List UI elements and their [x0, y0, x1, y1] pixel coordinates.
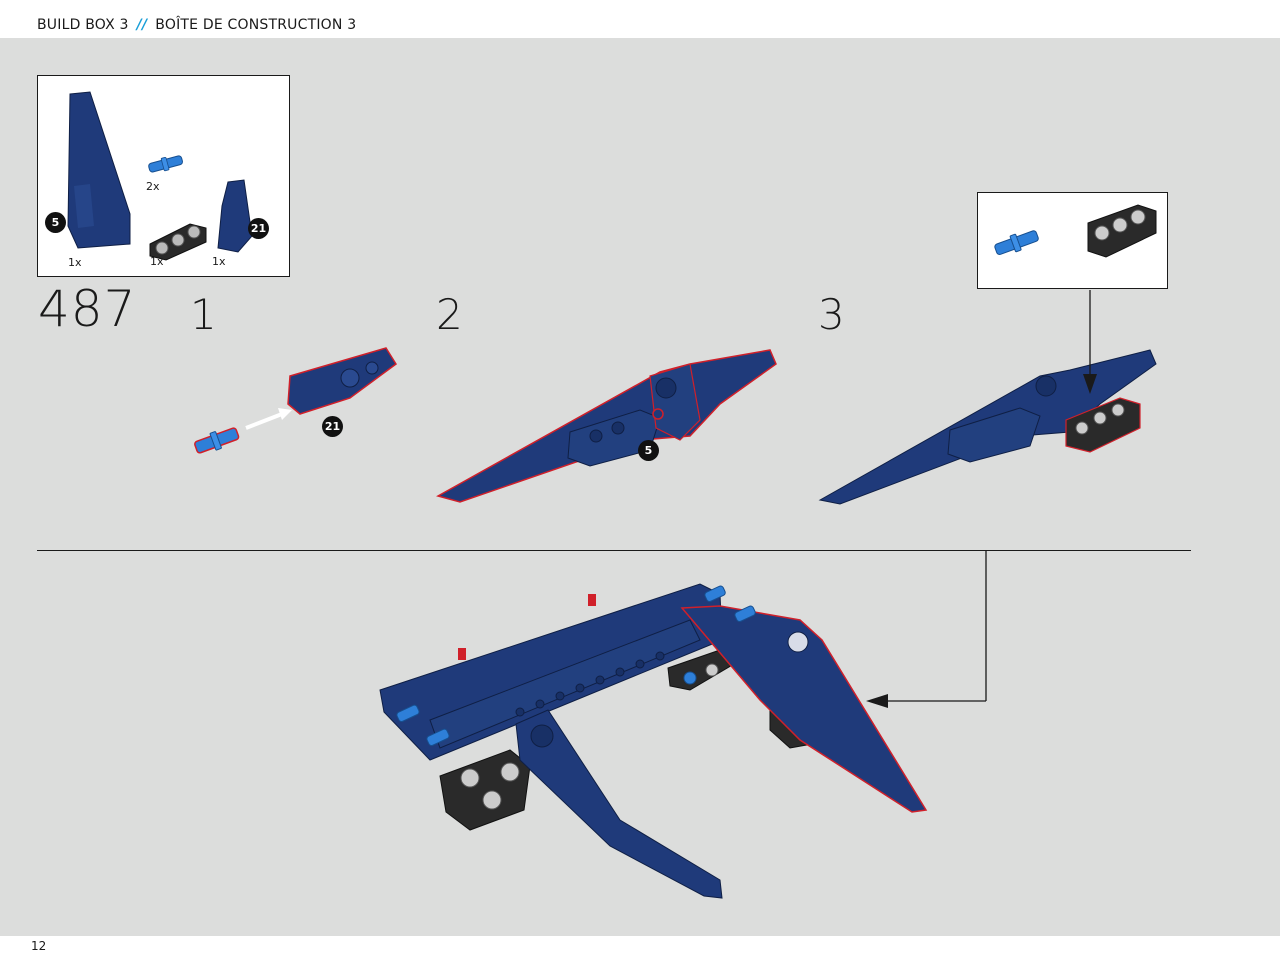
parts-list-box: 1x 2x 1x 1x 5 21	[37, 75, 290, 277]
part-qty-fin: 1x	[212, 255, 226, 268]
main-assembly-illustration	[379, 583, 928, 899]
substep-label-1: 1	[190, 290, 217, 339]
part-qty-beam: 1x	[150, 255, 164, 268]
page-footer	[0, 936, 1280, 974]
part-qty-pin: 2x	[146, 180, 160, 193]
substep-1-illustration	[194, 347, 398, 454]
header-title-fr: BOÎTE DE CONSTRUCTION 3	[155, 17, 357, 33]
substep-3-callout-box	[977, 192, 1168, 289]
section-divider	[37, 550, 1191, 551]
part-callout-21: 21	[248, 218, 269, 239]
header-separator: //	[136, 17, 148, 33]
page-header: BUILD BOX 3 // BOÎTE DE CONSTRUCTION 3	[0, 0, 1280, 38]
substep-1-callout-21: 21	[322, 416, 343, 437]
header-title: BUILD BOX 3 // BOÎTE DE CONSTRUCTION 3	[37, 17, 356, 33]
header-title-en: BUILD BOX 3	[37, 17, 129, 33]
substep-2-callout-5: 5	[638, 440, 659, 461]
substep-label-2: 2	[436, 290, 463, 339]
part-qty-wing: 1x	[68, 256, 82, 269]
substep-label-3: 3	[818, 290, 845, 339]
substep-3-illustration	[818, 290, 1157, 505]
parts-illustration	[67, 91, 253, 261]
part-callout-5: 5	[45, 212, 66, 233]
page-number: 12	[31, 939, 47, 953]
substep-3-callout-illustration	[994, 204, 1157, 258]
step-number: 487	[38, 280, 137, 338]
substep-2-illustration	[436, 349, 777, 503]
